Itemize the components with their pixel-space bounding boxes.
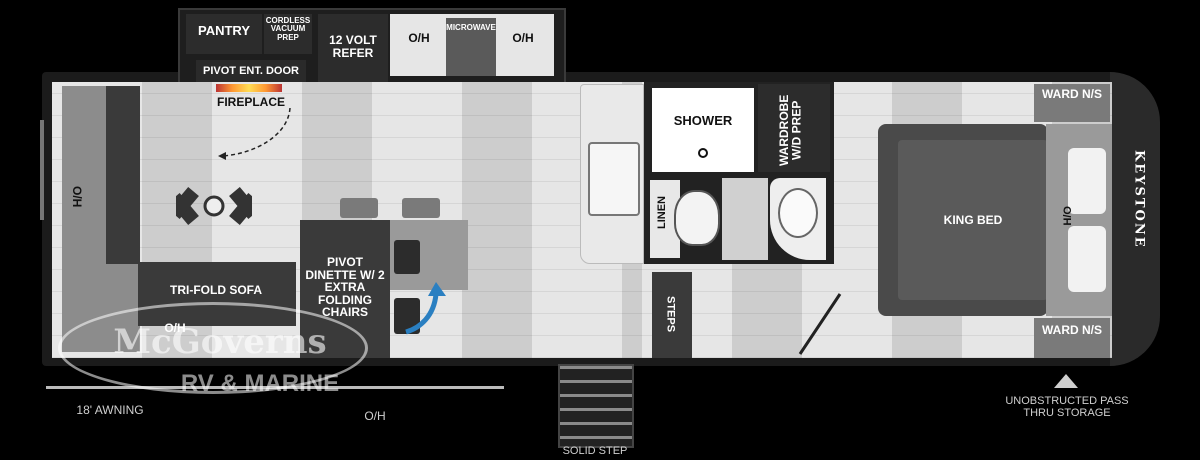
tri-fold-sofa-label: TRI-FOLD SOFA [170, 283, 262, 297]
hitch-nose [1110, 72, 1160, 366]
fireplace-glow [216, 84, 282, 92]
ceiling-fan-icon [176, 186, 252, 226]
watermark-line2: RV & MARINE [180, 370, 340, 397]
pillow-bottom [1068, 226, 1106, 292]
linen-label: LINEN [656, 196, 668, 229]
refer [318, 14, 388, 82]
kitchen-sink [588, 142, 640, 216]
awning-end [40, 120, 44, 220]
solid-step-stairs [558, 364, 634, 448]
microwave-label: MICROWAVE [446, 23, 496, 32]
microwave-box [446, 18, 496, 76]
entry-door-swing [798, 293, 842, 355]
oh-bed-label: H/O [1062, 206, 1074, 226]
cordless-vacuum-label: CORDLESS VACUUM PREP [265, 16, 311, 42]
pass-thru-label: UNOBSTRUCTED PASS THRU STORAGE [1005, 395, 1129, 419]
bath-floor [722, 178, 768, 260]
king-bed-mattress [898, 140, 1048, 300]
pivot-door-label: PIVOT ENT. DOOR [203, 65, 299, 77]
wardrobe-label: WARDROBE W/D PREP [777, 94, 804, 166]
ward-bottom [1034, 318, 1110, 358]
pantry-label: PANTRY [198, 23, 250, 38]
shower-label: SHOWER [673, 113, 733, 128]
rear-sofa-back [106, 86, 140, 264]
toilet [674, 190, 720, 246]
ward-top-label: WARD N/S [1042, 87, 1102, 101]
door-swing-arc [218, 107, 291, 160]
oh-bottom-label: O/H [364, 409, 386, 423]
pass-thru-arrow-icon [1054, 374, 1078, 388]
pivot-door-box [196, 60, 306, 82]
watermark-line1: McGoverns [113, 322, 327, 362]
brand-logo: KEYSTONE [1131, 150, 1147, 249]
cordless-vacuum [264, 14, 312, 54]
shower-drain-icon [698, 148, 708, 158]
oh-top-right-label: O/H [512, 31, 534, 45]
folding-chair-2 [402, 198, 440, 218]
steps-box [652, 272, 692, 358]
steps-label: STEPS [664, 296, 677, 333]
pillow-top [1068, 148, 1106, 214]
king-bed-label: KING BED [943, 213, 1003, 227]
ward-top [1034, 84, 1110, 122]
pivot-arrow-icon [405, 282, 446, 335]
pantry [186, 14, 262, 54]
folding-chair-1 [340, 198, 378, 218]
shower [652, 88, 754, 172]
watermark-oval [58, 302, 368, 394]
fireplace-label: FIREPLACE [216, 95, 285, 109]
refer-label: 12 VOLT REFER [329, 33, 377, 60]
ward-bottom-label: WARD N/S [1042, 323, 1102, 337]
bath-sink [778, 188, 818, 238]
wardrobe [758, 84, 830, 172]
solid-step-label: SOLID STEP [562, 445, 628, 457]
dinette-chair-a [394, 240, 420, 274]
awning-label: 18' AWNING [76, 403, 144, 417]
dinette-label: PIVOT DINETTE W/ 2 EXTRA FOLDING CHAIRS [305, 255, 385, 320]
oh-left-wall-label: O/H [70, 186, 85, 208]
oh-top-left-label: O/H [408, 31, 430, 45]
